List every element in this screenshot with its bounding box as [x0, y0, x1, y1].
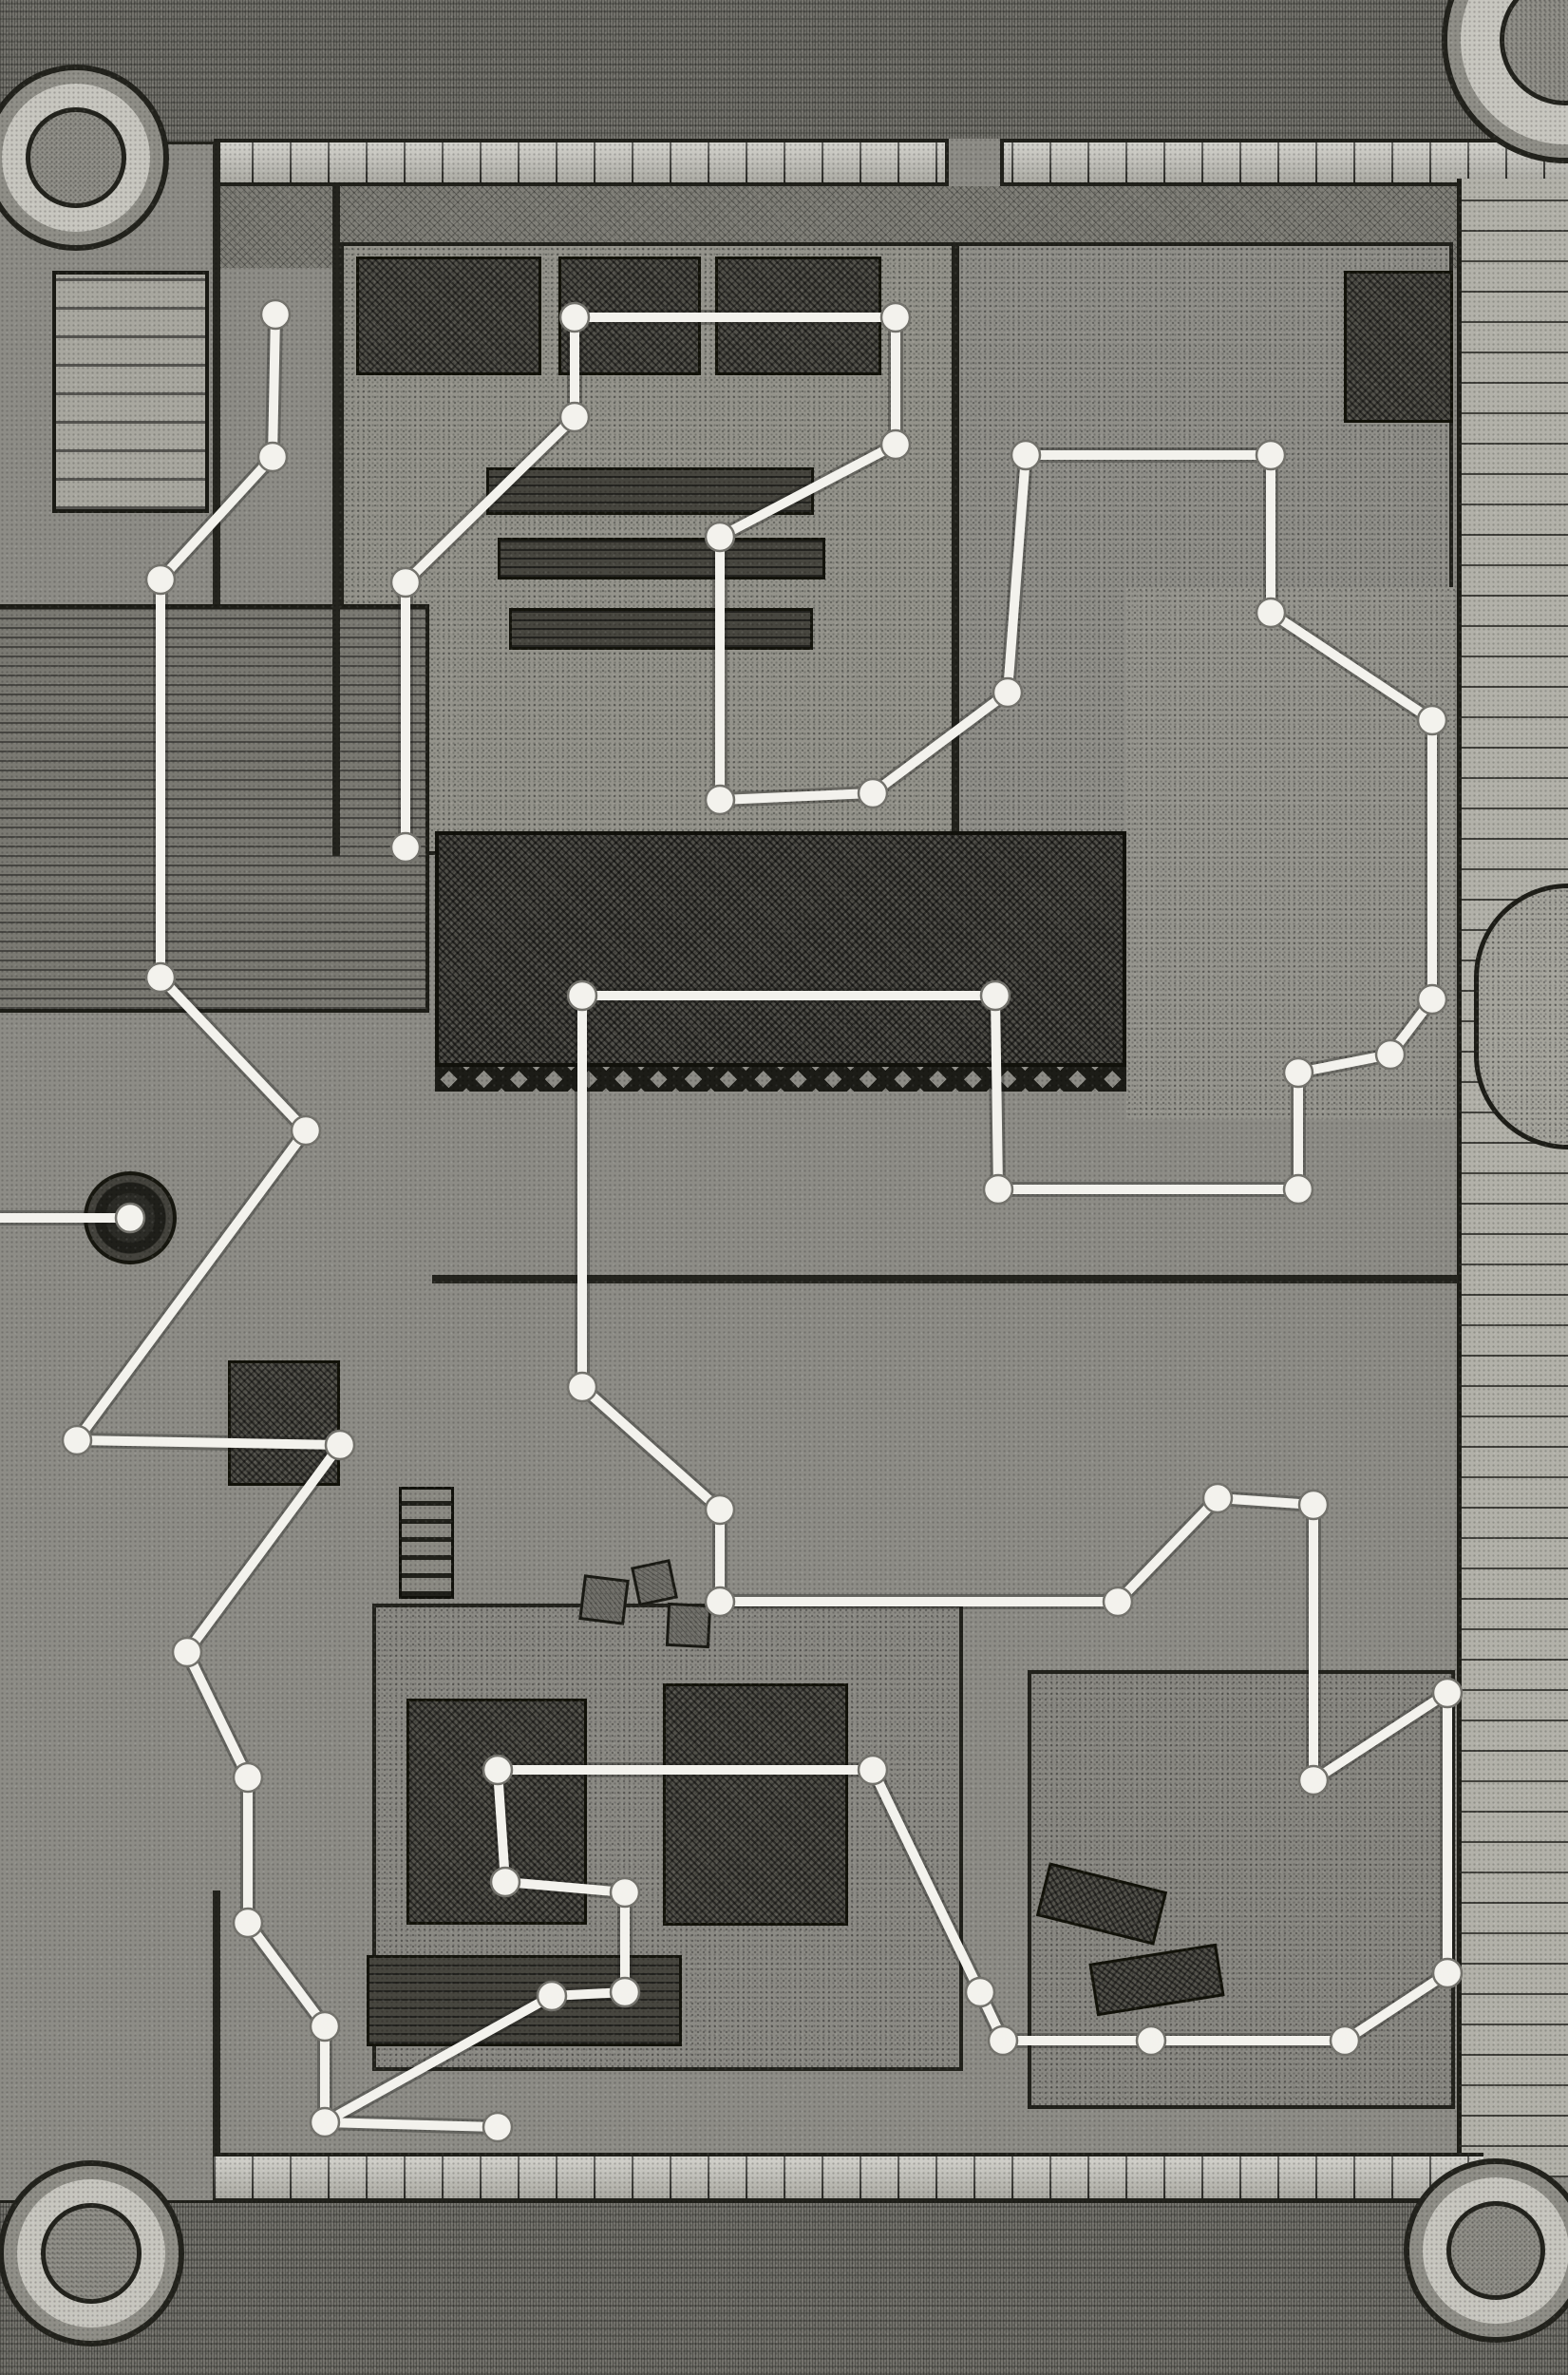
- waypoint-node: [482, 1754, 514, 1786]
- waypoint-node: [1416, 704, 1448, 736]
- waypoint-node: [704, 521, 736, 553]
- waypoint-node: [987, 2024, 1019, 2057]
- waypoint-node: [389, 566, 422, 598]
- long-table: [486, 467, 814, 515]
- waypoint-node: [879, 428, 912, 461]
- left-courtyard-wall-upper: [213, 142, 220, 636]
- waypoint-node: [309, 2106, 341, 2138]
- small-stairs: [399, 1487, 454, 1599]
- waypoint-node: [982, 1173, 1014, 1206]
- long-table: [498, 538, 825, 580]
- waypoint-node: [879, 301, 912, 333]
- waypoint-node: [1416, 983, 1448, 1016]
- corner-tower-bottom-right: [1404, 2158, 1568, 2343]
- waypoint-node: [309, 2010, 341, 2042]
- waypoint-node: [1201, 1482, 1234, 1514]
- top-rough-ground: [0, 0, 1568, 144]
- waypoint-node: [1431, 1957, 1464, 1989]
- waypoint-node: [171, 1636, 203, 1668]
- east-battlement-wall: [1457, 179, 1568, 2177]
- waypoint-node: [536, 1980, 568, 2012]
- stairs-top-left: [52, 271, 209, 513]
- tower-inner-ring: [1445, 2200, 1546, 2301]
- waypoint-node: [1282, 1056, 1314, 1089]
- desk: [1344, 271, 1453, 423]
- corner-tower-top-left: [0, 65, 169, 251]
- east-wall-bastion: [1474, 884, 1568, 1150]
- waypoint-node: [704, 1493, 736, 1526]
- waypoint-node: [61, 1424, 93, 1456]
- waypoint-node: [1329, 2024, 1361, 2057]
- left-courtyard-wall-lower: [213, 1890, 220, 2204]
- tower-inner-ring: [41, 2203, 142, 2304]
- dark-roofed-building: [435, 831, 1126, 1067]
- waypoint-node: [1255, 439, 1287, 471]
- waypoint-node: [1297, 1764, 1330, 1796]
- south-hall-table: [663, 1683, 848, 1926]
- waypoint-node: [256, 441, 289, 473]
- waypoint-node: [979, 979, 1011, 1012]
- waypoint-node: [704, 784, 736, 816]
- waypoint-node: [1431, 1677, 1464, 1709]
- route-path-main-network: [320, 313, 1452, 2127]
- waypoint-node: [259, 298, 292, 331]
- waypoint-node: [992, 676, 1024, 709]
- waypoint-node: [1135, 2024, 1167, 2057]
- tower-inner-ring: [26, 107, 126, 208]
- corner-tower-bottom-left: [0, 2160, 184, 2346]
- waypoint-node: [232, 1761, 264, 1794]
- waypoint-node: [144, 563, 177, 596]
- waypoint-node: [324, 1429, 356, 1461]
- waypoint-node: [1255, 597, 1287, 629]
- waypoint-node: [558, 401, 591, 433]
- south-battlement-wall: [214, 2153, 1483, 2202]
- waypoint-node: [857, 1754, 889, 1786]
- plank-floor-hall: [0, 604, 429, 1013]
- waypoint-node: [704, 1586, 736, 1618]
- waypoint-node: [609, 1976, 641, 2008]
- waypoint-node: [566, 1371, 598, 1403]
- waypoint-node: [558, 301, 591, 333]
- long-table: [509, 608, 813, 650]
- roof-ridge-zigzag: [435, 1067, 1126, 1092]
- waypoint-node: [964, 1976, 996, 2008]
- hall-table: [356, 256, 541, 375]
- waypoint-node: [1374, 1038, 1407, 1071]
- waypoint-node: [1010, 439, 1042, 471]
- cupboard: [228, 1360, 340, 1486]
- waypoint-node: [857, 777, 889, 809]
- waypoint-node: [489, 1866, 521, 1898]
- route-path-main-network-halo: [317, 310, 1455, 2130]
- waypoint-node: [1297, 1489, 1330, 1521]
- interior-wall-vertical: [332, 186, 340, 856]
- waypoint-node: [290, 1114, 322, 1147]
- waypoint-node: [1102, 1586, 1134, 1618]
- waypoint-node: [144, 961, 177, 994]
- waypoint-node: [566, 979, 598, 1012]
- waypoint-node: [1282, 1173, 1314, 1206]
- waypoint-node: [389, 831, 422, 864]
- waypoint-node: [609, 1876, 641, 1909]
- bottom-rough-ground: [0, 2200, 1568, 2375]
- waypoint-node: [232, 1907, 264, 1939]
- east-courtyard: [1126, 587, 1455, 1119]
- waypoint-node: [114, 1202, 146, 1234]
- top-battlement-wall: [214, 139, 1568, 186]
- waypoint-node: [482, 2111, 514, 2143]
- interior-wall-horizontal: [432, 1275, 1458, 1283]
- top-wall-gate: [945, 139, 1004, 186]
